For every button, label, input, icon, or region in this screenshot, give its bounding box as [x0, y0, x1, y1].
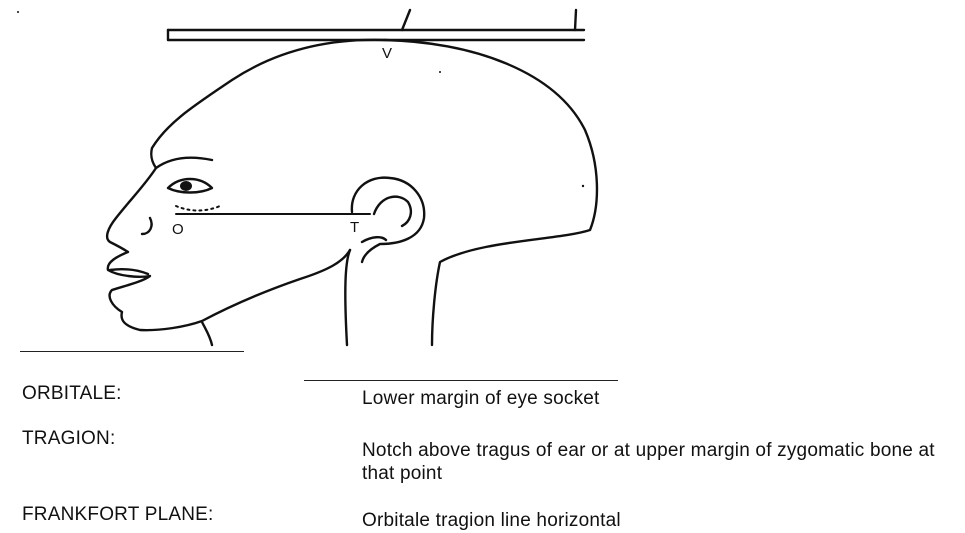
frankfort-plane-term: FRANKFORT PLANE: — [22, 504, 213, 526]
neck-front-outline — [345, 250, 350, 345]
ear — [352, 178, 424, 262]
separator-rule-left — [20, 351, 244, 352]
head-board — [168, 10, 584, 40]
orbit-lower-margin — [176, 206, 220, 211]
head-outline — [107, 40, 385, 330]
tragion-term: TRAGION: — [22, 428, 115, 450]
head-profile-diagram: V O T — [0, 0, 965, 350]
tragion-definition: Notch above tragus of ear or at upper ma… — [362, 439, 962, 485]
frankfort-plane-definition: Orbitale tragion line horizontal — [362, 509, 952, 532]
orbitale-term: ORBITALE: — [22, 383, 122, 405]
vertex-label: V — [382, 45, 392, 62]
orbitale-definition: Lower margin of eye socket — [362, 387, 952, 410]
separator-rule-right — [304, 380, 618, 381]
ear-lobe — [362, 237, 386, 242]
orbitale-label: O — [172, 221, 184, 238]
tragion-label: T — [350, 219, 359, 236]
eyebrow — [156, 158, 212, 168]
ear-inner — [374, 197, 411, 226]
chin-neck-outline — [202, 322, 212, 345]
nostril — [142, 218, 152, 234]
